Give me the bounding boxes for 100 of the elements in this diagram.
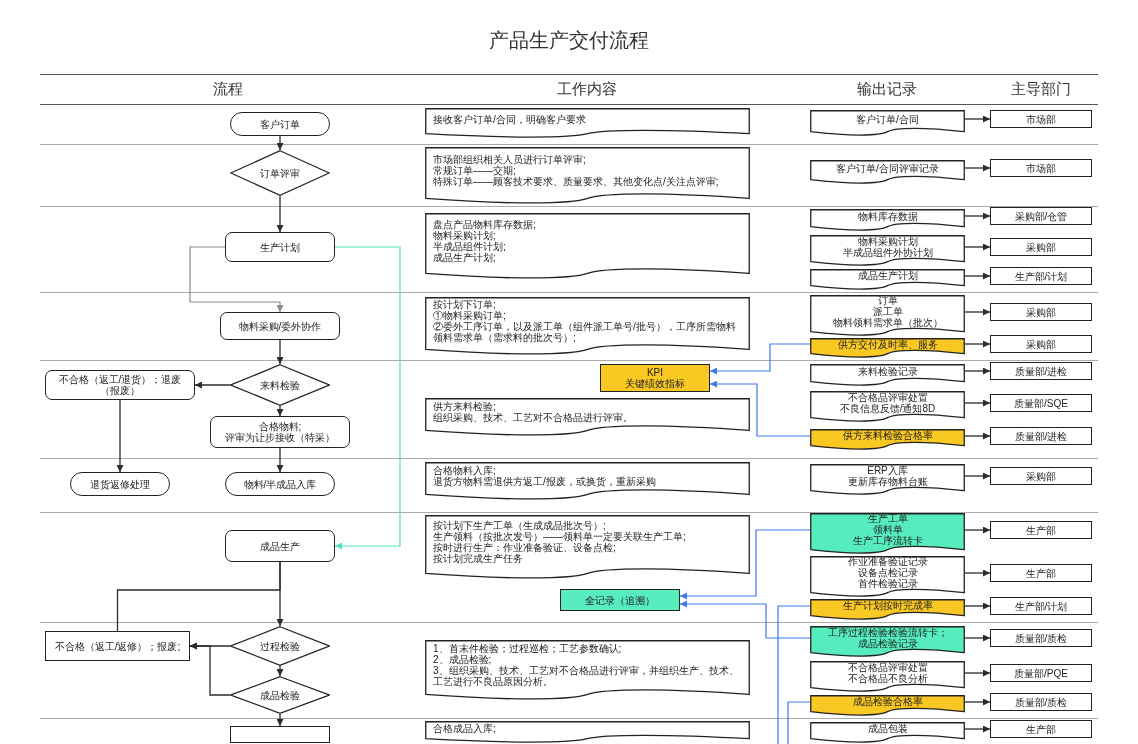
department-label: 质量部/质检 bbox=[1014, 696, 1068, 708]
document-shape bbox=[425, 721, 750, 743]
record-document bbox=[810, 599, 965, 620]
column-header: 输出记录 bbox=[857, 80, 917, 98]
work-item-text: 接收客户订单/合同，明确客户要求 bbox=[433, 113, 586, 125]
department-label: 生产部/计划 bbox=[1014, 270, 1068, 282]
work-item-text: 按计划下生产工单（生成成品批次号）; bbox=[433, 520, 606, 532]
record-text: 来料检验记录 bbox=[857, 365, 918, 377]
arrow bbox=[679, 529, 811, 600]
record-document bbox=[810, 695, 965, 716]
step-label: 成品生产 bbox=[260, 540, 300, 552]
record-document bbox=[810, 429, 965, 450]
work-item-text: 特殊订单——顾客技术要求、质量要求、其他变化点/关注点评审; bbox=[433, 176, 719, 188]
record-document bbox=[810, 464, 965, 495]
record-text: 不良信息反馈/通知8D bbox=[839, 402, 936, 414]
arrow bbox=[116, 399, 124, 473]
work-item-text: 盘点产品物料库存数据; bbox=[433, 219, 536, 231]
step-label: 过程检验 bbox=[260, 640, 300, 652]
process-box bbox=[45, 370, 195, 400]
process-box bbox=[45, 631, 190, 661]
department-box bbox=[990, 427, 1092, 445]
record-text: 物料采购计划 bbox=[857, 235, 918, 247]
connector-line bbox=[116, 561, 281, 632]
step-label: 客户订单 bbox=[260, 118, 300, 130]
department-box bbox=[990, 207, 1092, 225]
arrow bbox=[276, 665, 284, 677]
work-item-text: 1、首末件检验；过程巡检；工艺参数确认; bbox=[433, 643, 622, 655]
arrow bbox=[276, 195, 284, 233]
record-document bbox=[810, 160, 965, 184]
department-box bbox=[990, 664, 1092, 682]
work-item-text: 常规订单——交期; bbox=[433, 165, 516, 177]
kpi-box bbox=[600, 364, 710, 392]
column-header: 主导部门 bbox=[1011, 80, 1071, 98]
record-document bbox=[810, 364, 965, 386]
department-label: 生产部 bbox=[1026, 723, 1056, 735]
decision-diamond bbox=[230, 364, 330, 406]
record-document bbox=[810, 722, 965, 743]
arrow bbox=[709, 380, 811, 437]
department-box bbox=[990, 693, 1092, 711]
record-document bbox=[810, 269, 965, 290]
work-item-text: 退货方物料需退供方返工/报废，或换货，重新采购 bbox=[433, 476, 656, 488]
record-document bbox=[810, 235, 965, 266]
record-document bbox=[810, 338, 965, 358]
arrow bbox=[334, 246, 401, 550]
record-document bbox=[810, 391, 965, 422]
work-item-text: 按计划下订单; bbox=[433, 299, 496, 311]
record-text: 作业准备验证记录 bbox=[847, 556, 928, 568]
document-shape bbox=[425, 213, 750, 279]
record-text: 供方交付及时率、服务 bbox=[837, 338, 938, 350]
terminal-node bbox=[70, 472, 170, 496]
record-text: 更新库存物料台账 bbox=[847, 475, 928, 487]
department-label: 市场部 bbox=[1026, 162, 1056, 174]
department-label: 质量部/进检 bbox=[1014, 365, 1068, 377]
arrow bbox=[964, 669, 991, 677]
department-box bbox=[990, 110, 1092, 128]
arrow bbox=[709, 343, 811, 375]
department-box bbox=[990, 159, 1092, 177]
record-text: 物料库存数据 bbox=[857, 210, 918, 222]
department-box bbox=[990, 267, 1092, 285]
department-label: 采购部 bbox=[1026, 338, 1056, 350]
department-box bbox=[990, 720, 1092, 738]
department-box bbox=[990, 564, 1092, 582]
work-item-text: 成品生产计划; bbox=[433, 252, 496, 264]
department-box bbox=[990, 521, 1092, 539]
arrow bbox=[964, 308, 991, 316]
work-item-text: ①物料采购订单; bbox=[433, 310, 506, 322]
record-text: 生产计划按时完成率 bbox=[842, 600, 933, 612]
arrow bbox=[194, 381, 231, 389]
arrow bbox=[964, 115, 991, 123]
step-label: 物料采购/委外协作 bbox=[238, 320, 322, 332]
record-text: 成品检验合格率 bbox=[852, 696, 923, 708]
arrow bbox=[964, 472, 991, 480]
decision-diamond bbox=[230, 626, 330, 666]
department-label: 生产部 bbox=[1026, 567, 1056, 579]
record-document bbox=[810, 209, 965, 231]
work-item-text: 按计划完成生产任务 bbox=[433, 553, 523, 565]
document-shape bbox=[425, 297, 750, 355]
record-text: 生产工序流转卡 bbox=[852, 535, 923, 547]
connector-line bbox=[777, 605, 811, 744]
column-header: 流程 bbox=[213, 80, 243, 98]
department-label: 质量部/质检 bbox=[1014, 632, 1068, 644]
record-document bbox=[810, 513, 965, 554]
arrow bbox=[189, 246, 284, 313]
record-text: 成品生产计划 bbox=[857, 270, 918, 282]
arrow bbox=[964, 526, 991, 534]
arrow bbox=[679, 600, 811, 639]
arrow bbox=[276, 713, 284, 727]
record-text: 供方来料检验合格率 bbox=[842, 430, 933, 442]
record-text: ERP入库 bbox=[867, 464, 908, 476]
kpi-label: 关键绩效指标 bbox=[625, 378, 685, 389]
step-label: 不合格（返工/返修）；报废; bbox=[54, 640, 181, 652]
arrow bbox=[276, 405, 284, 417]
record-document bbox=[810, 110, 965, 136]
record-text: 派工单 bbox=[872, 306, 903, 318]
department-box bbox=[990, 629, 1092, 647]
document-shape bbox=[425, 398, 750, 436]
step-label: 成品检验 bbox=[260, 689, 300, 701]
record-text: 客户订单/合同 bbox=[856, 113, 919, 125]
department-label: 生产部/计划 bbox=[1014, 600, 1068, 612]
department-label: 采购部 bbox=[1026, 306, 1056, 318]
